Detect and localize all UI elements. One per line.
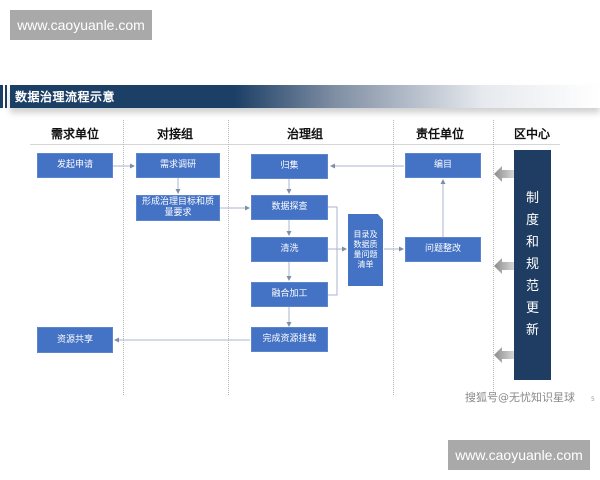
watermark-top: www.caoyuanle.com	[10, 10, 152, 40]
node-data-exploration: 数据探查	[251, 195, 328, 220]
lane-divider	[393, 120, 394, 395]
panel-char: 和	[525, 235, 539, 250]
node-fusion-processing: 融合加工	[251, 282, 328, 307]
panel-char: 规	[525, 257, 539, 272]
lane-divider	[228, 120, 229, 395]
node-requirement-research: 需求调研	[136, 153, 220, 178]
column-header-responsible: 责任单位	[415, 127, 464, 141]
arrow-left-icon	[494, 258, 514, 274]
node-collect: 归集	[251, 154, 328, 179]
source-attribution: 搜狐号@无忧知识星球	[465, 391, 575, 404]
panel-char: 范	[525, 279, 539, 294]
watermark-bottom: www.caoyuanle.com	[448, 440, 590, 470]
page-number: 5	[591, 396, 595, 403]
column-header-liaison: 对接组	[156, 127, 193, 141]
node-initiate-request: 发起申请	[37, 153, 113, 178]
node-resource-sharing: 资源共享	[37, 327, 113, 353]
node-problem-rectification: 问题整改	[405, 237, 481, 262]
node-form-goals: 形成治理目标和质量要求	[136, 195, 220, 221]
node-cataloging: 编目	[405, 153, 481, 178]
header-divider	[30, 144, 560, 145]
page-title: 数据治理流程示意	[15, 90, 116, 104]
lane-divider	[123, 120, 124, 395]
column-header-district-center: 区中心	[513, 127, 550, 141]
title-accent	[5, 85, 7, 108]
document-issue-list: 目录及数据质量问题清单	[348, 214, 383, 286]
panel-char: 新	[525, 323, 539, 338]
panel-char: 更	[525, 301, 539, 316]
column-header-governance: 治理组	[286, 127, 323, 141]
panel-char: 度	[525, 213, 539, 228]
policy-update-panel: 制 度 和 规 范 更 新	[514, 150, 551, 380]
column-header-demand: 需求单位	[50, 127, 99, 141]
arrow-left-icon	[494, 166, 514, 182]
lane-divider	[493, 120, 494, 395]
title-bar	[10, 85, 600, 108]
title-accent	[0, 85, 3, 108]
node-complete-mount: 完成资源挂载	[251, 327, 328, 352]
arrow-left-icon	[494, 347, 514, 363]
panel-char: 制	[525, 191, 539, 206]
node-cleaning: 清洗	[251, 237, 328, 262]
